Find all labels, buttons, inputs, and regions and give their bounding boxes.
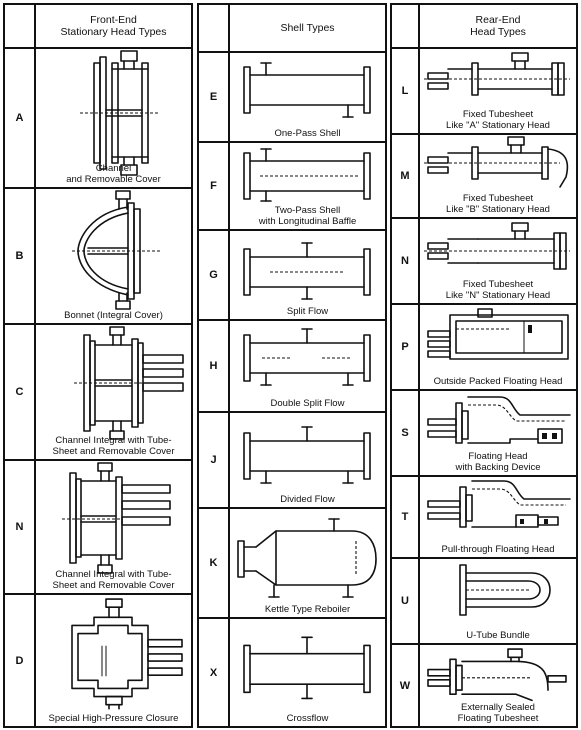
shell-types-title: Shell Types — [280, 22, 335, 34]
bonnet-diagram — [72, 190, 160, 310]
row-letter: N — [392, 219, 420, 303]
channel-integral-tubesheet-diagram — [62, 462, 171, 574]
row-label: One-Pass Shell — [274, 128, 341, 139]
row-label: Bonnet (Integral Cover) — [64, 310, 163, 321]
row-label: Divided Flow — [280, 494, 335, 505]
row-label: Double Split Flow — [270, 398, 345, 409]
floating-head-backing-device-diagram — [427, 396, 571, 444]
u-tube-bundle-diagram — [459, 564, 551, 616]
double-split-flow-diagram — [243, 328, 371, 386]
externally-sealed-tubesheet-diagram — [427, 648, 567, 702]
row-letter: N — [5, 461, 36, 593]
divided-flow-diagram — [243, 426, 371, 484]
rear-end-row-p: P Outside Packed Floating Head — [392, 305, 576, 391]
front-end-table: Front-End Stationary Head Types A Channe… — [3, 3, 193, 728]
fixed-tubesheet-n-diagram — [424, 222, 570, 270]
row-letter: D — [5, 595, 36, 726]
shell-row-e: E One-Pass Shell — [199, 53, 385, 143]
fixed-tubesheet-b-diagram — [424, 136, 569, 188]
row-label: Split Flow — [286, 306, 329, 317]
shell-row-x: X Crossflow — [199, 619, 385, 726]
row-letter: L — [392, 49, 420, 133]
front-end-row-b: B Bonnet (Integral Cover) — [5, 189, 191, 325]
row-label: Floating Head with Backing Device — [455, 451, 541, 473]
one-pass-shell-diagram — [243, 62, 371, 118]
rear-end-table: Rear-End Head Types L Fixed Tubesheet Li… — [390, 3, 578, 728]
row-letter: M — [392, 135, 420, 217]
row-label: Crossflow — [286, 713, 329, 724]
shell-row-f: F Two-Pass Shell with Longitudinal Baffl… — [199, 143, 385, 231]
shell-row-g: G Split Flow — [199, 231, 385, 321]
row-letter: K — [199, 509, 230, 617]
front-end-title: Front-End Stationary Head Types — [60, 14, 167, 38]
fixed-tubesheet-a-diagram — [424, 52, 570, 96]
row-letter: P — [392, 305, 420, 389]
row-label: Fixed Tubesheet Like "B" Stationary Head — [446, 193, 550, 215]
row-label: Channel Integral with Tube- Sheet and Re… — [52, 569, 175, 591]
high-pressure-closure-diagram — [71, 598, 183, 710]
front-end-row-n: N Channel Integral with Tube- Sheet and … — [5, 461, 191, 595]
rear-end-row-u: U U-Tube Bundle — [392, 559, 576, 645]
row-label: Pull-through Floating Head — [441, 544, 555, 555]
row-label: Special High-Pressure Closure — [48, 713, 179, 724]
row-label: Channel and Removable Cover — [66, 163, 161, 185]
row-letter: C — [5, 325, 36, 459]
two-pass-shell-diagram — [243, 148, 371, 202]
rear-end-row-t: T Pull-through Floating Head — [392, 477, 576, 559]
rear-end-header: Rear-End Head Types — [392, 5, 576, 49]
row-label: Two-Pass Shell with Longitudinal Baffle — [258, 205, 357, 227]
shell-types-header: Shell Types — [199, 5, 385, 53]
row-letter: G — [199, 231, 230, 319]
row-label: Fixed Tubesheet Like "A" Stationary Head — [446, 109, 550, 131]
row-letter: J — [199, 413, 230, 507]
crossflow-diagram — [243, 636, 371, 700]
row-letter: S — [392, 391, 420, 475]
row-letter: X — [199, 619, 230, 726]
row-letter: U — [392, 559, 420, 643]
rear-end-row-n: N Fixed Tubesheet Like "N" Stationary He… — [392, 219, 576, 305]
front-end-header: Front-End Stationary Head Types — [5, 5, 191, 49]
channel-removable-cover-diagram — [80, 50, 158, 176]
row-label: U-Tube Bundle — [466, 630, 530, 641]
front-end-row-c: C Channel Integral with Tube- Sheet and — [5, 325, 191, 461]
row-letter: B — [5, 189, 36, 323]
channel-integral-tubesheet-diagram — [74, 326, 184, 440]
rear-end-row-l: L Fixed Tubesheet Like "A" Stationary He… — [392, 49, 576, 135]
outside-packed-floating-head-diagram — [427, 308, 569, 360]
rear-end-row-s: S Floating Head with Backing Device — [392, 391, 576, 477]
row-letter: A — [5, 49, 36, 187]
split-flow-diagram — [243, 242, 371, 300]
shell-types-table: Shell Types E One-Pass Shell F — [197, 3, 387, 728]
pull-through-floating-head-diagram — [427, 480, 571, 528]
kettle-reboiler-diagram — [237, 518, 377, 598]
row-letter: E — [199, 53, 230, 141]
front-end-row-d: D Special High-Pressure Closure — [5, 595, 191, 726]
row-label: Outside Packed Floating Head — [433, 376, 563, 387]
row-label: Externally Sealed Floating Tubesheet — [457, 702, 539, 724]
row-letter: T — [392, 477, 420, 557]
rear-end-title: Rear-End Head Types — [470, 14, 526, 38]
shell-row-j: J Divided Flow — [199, 413, 385, 509]
rear-end-row-w: W Externally Sealed Floating Tubesheet — [392, 645, 576, 726]
front-end-row-a: A Channel and Removable Cover — [5, 49, 191, 189]
row-letter: F — [199, 143, 230, 229]
shell-row-k: K Kettle Type Reboiler — [199, 509, 385, 619]
row-letter: W — [392, 645, 420, 726]
rear-end-row-m: M Fixed Tubesheet Like "B" Stationary He… — [392, 135, 576, 219]
row-label: Channel Integral with Tube- Sheet and Re… — [52, 435, 175, 457]
shell-row-h: H Double Split Flow — [199, 321, 385, 413]
row-label: Fixed Tubesheet Like "N" Stationary Head — [445, 279, 551, 301]
row-label: Kettle Type Reboiler — [264, 604, 351, 615]
row-letter: H — [199, 321, 230, 411]
